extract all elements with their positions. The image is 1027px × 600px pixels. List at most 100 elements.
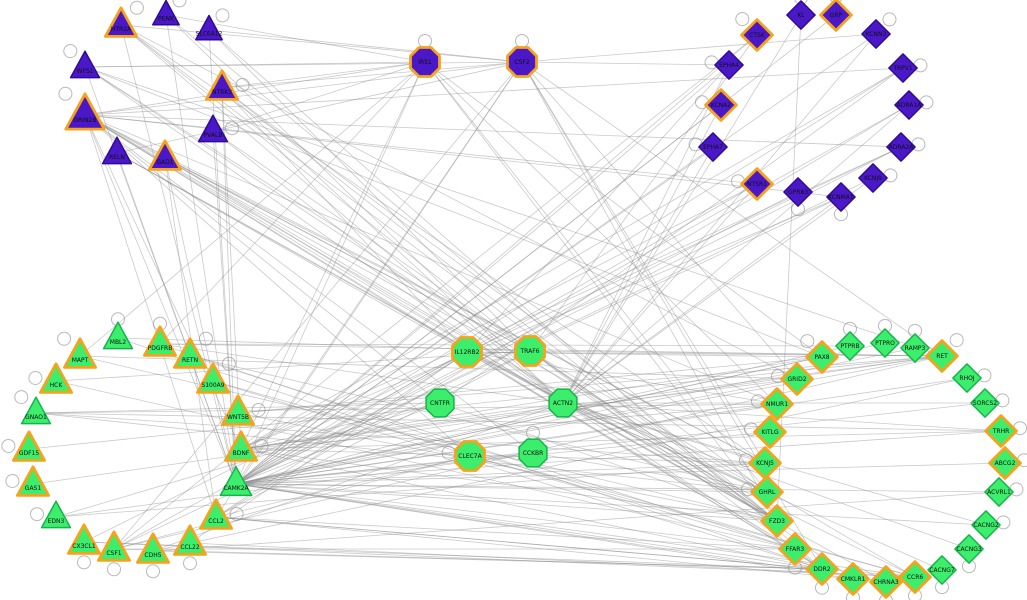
node-shape-triangle[interactable] (197, 114, 229, 143)
node-shape-diamond[interactable] (835, 331, 865, 361)
node-shape-triangle[interactable] (39, 362, 73, 394)
node-shape-triangle[interactable] (69, 50, 101, 79)
node-ccl22[interactable]: CCL22 (172, 524, 208, 556)
node-shape-triangle[interactable] (20, 396, 52, 425)
node-shape-diamond[interactable] (861, 19, 891, 49)
node-traf6[interactable]: TRAF6 (514, 335, 546, 367)
node-ccr6[interactable]: CCR6 (898, 560, 932, 594)
node-shape-diamond[interactable] (750, 475, 784, 509)
node-shape-diamond[interactable] (819, 0, 853, 32)
node-epha4[interactable]: EPHA4 (714, 50, 744, 80)
node-shape-triangle[interactable] (104, 6, 139, 38)
node-shape-triangle[interactable] (195, 14, 223, 41)
node-cacng7[interactable]: CACNG7 (927, 555, 957, 585)
node-shape-triangle[interactable] (40, 500, 72, 529)
node-shape-triangle[interactable] (63, 337, 97, 369)
node-shape-diamond[interactable] (783, 177, 813, 207)
node-gas1[interactable]: GAS1 (15, 465, 50, 497)
node-shape-octagon[interactable] (454, 440, 486, 472)
node-shape-triangle[interactable] (64, 92, 106, 131)
node-shape-triangle[interactable] (67, 523, 101, 555)
node-shape-octagon[interactable] (425, 388, 455, 418)
node-clec7a[interactable]: CLEC7A (454, 440, 486, 472)
node-ptprb[interactable]: PTPRB (835, 331, 865, 361)
node-irs1[interactable]: IRS1 (409, 46, 441, 78)
node-shape-triangle[interactable] (195, 362, 231, 394)
node-shape-triangle[interactable] (142, 325, 178, 357)
node-shape-triangle[interactable] (204, 69, 240, 101)
node-adra2a[interactable]: ADRA2A (886, 132, 916, 162)
node-shape-triangle[interactable] (135, 532, 171, 564)
node-shape-diamond[interactable] (714, 50, 744, 80)
node-grin2b[interactable]: GRIN2B (64, 92, 106, 131)
node-shape-triangle[interactable] (15, 465, 50, 497)
node-shape-diamond[interactable] (886, 132, 916, 162)
node-shape-diamond[interactable] (869, 565, 903, 599)
node-shape-triangle[interactable] (219, 466, 253, 497)
node-kcna2[interactable]: KCNA2 (704, 88, 738, 122)
node-shape-triangle[interactable] (102, 321, 134, 350)
node-kl[interactable]: KL (786, 0, 816, 30)
node-cmklr1[interactable]: CMKLR1 (836, 562, 870, 596)
node-abcg2[interactable]: ABCG2 (988, 446, 1022, 480)
node-shape-octagon[interactable] (548, 388, 578, 418)
node-slc6a12[interactable]: SLC6A12 (195, 14, 223, 41)
node-cacng3[interactable]: CACNG3 (954, 534, 984, 564)
node-shape-diamond[interactable] (778, 532, 812, 566)
node-shape-diamond[interactable] (836, 562, 870, 596)
node-shape-octagon[interactable] (514, 335, 546, 367)
node-shape-triangle[interactable] (172, 524, 208, 556)
node-trpv1[interactable]: TRPV1 (888, 53, 918, 83)
node-kcnn3[interactable]: KCNN3 (861, 19, 891, 49)
node-ntsr1[interactable]: NTSR1 (740, 167, 774, 201)
node-shape-diamond[interactable] (740, 18, 774, 52)
node-shape-diamond[interactable] (952, 363, 982, 393)
node-ntrk3[interactable]: NTRK3 (204, 69, 240, 101)
node-cx3cl1[interactable]: CX3CL1 (67, 523, 101, 555)
node-shape-diamond[interactable] (984, 477, 1014, 507)
node-shape-triangle[interactable] (101, 136, 133, 165)
node-shape-triangle[interactable] (220, 394, 256, 426)
node-shape-triangle[interactable] (152, 0, 180, 26)
node-shape-diamond[interactable] (954, 534, 984, 564)
node-epha7[interactable]: EPHA7 (698, 132, 728, 162)
node-trhr[interactable]: TRHR (984, 414, 1018, 448)
node-kcnj5[interactable]: KCNJ5 (748, 446, 782, 480)
node-shape-diamond[interactable] (970, 388, 1000, 418)
node-shape-diamond[interactable] (740, 167, 774, 201)
node-cdh5[interactable]: CDH5 (135, 532, 171, 564)
node-mbl2[interactable]: MBL2 (102, 321, 134, 350)
node-cckbr[interactable]: CCKBR (518, 438, 548, 468)
node-adra1a[interactable]: ADRA1A (894, 90, 924, 120)
node-shape-diamond[interactable] (888, 53, 918, 83)
node-shape-diamond[interactable] (753, 415, 787, 449)
node-shape-diamond[interactable] (971, 510, 1001, 540)
node-shape-diamond[interactable] (900, 333, 930, 363)
node-shape-diamond[interactable] (870, 328, 900, 358)
node-shape-triangle[interactable] (223, 430, 259, 462)
node-ddr2[interactable]: DDR2 (805, 552, 839, 586)
node-shape-octagon[interactable] (409, 46, 441, 78)
node-kcnj9[interactable]: KCNJ9 (858, 163, 888, 193)
node-actn2[interactable]: ACTN2 (548, 388, 578, 418)
node-shape-diamond[interactable] (698, 132, 728, 162)
node-shape-diamond[interactable] (780, 362, 814, 396)
node-shape-octagon[interactable] (451, 336, 483, 368)
node-shape-octagon[interactable] (518, 438, 548, 468)
node-shape-triangle[interactable] (147, 139, 183, 171)
node-shape-octagon[interactable] (506, 46, 538, 78)
node-acvrl1[interactable]: ACVRL1 (984, 477, 1014, 507)
node-shape-diamond[interactable] (760, 387, 794, 421)
node-rhoj[interactable]: RHOJ (952, 363, 982, 393)
node-pdgfrb[interactable]: PDGFRB (142, 325, 178, 357)
node-gpr83[interactable]: GPR83 (783, 177, 813, 207)
node-shape-diamond[interactable] (748, 446, 782, 480)
node-shape-diamond[interactable] (760, 504, 794, 538)
node-csf2[interactable]: CSF2 (506, 46, 538, 78)
node-shape-diamond[interactable] (805, 552, 839, 586)
node-shape-triangle[interactable] (198, 498, 234, 530)
node-shape-diamond[interactable] (984, 414, 1018, 448)
node-shape-diamond[interactable] (858, 163, 888, 193)
node-gdf15[interactable]: GDF15 (11, 430, 46, 462)
